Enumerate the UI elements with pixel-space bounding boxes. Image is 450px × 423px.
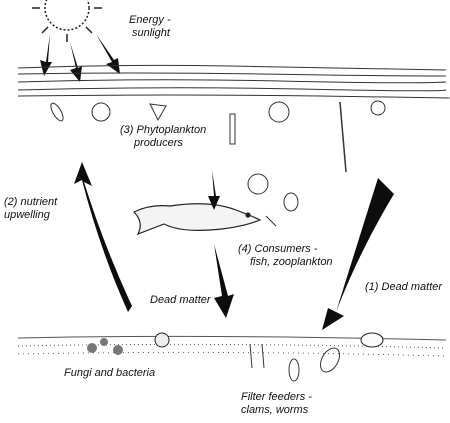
sunlight-arrows [40, 34, 120, 82]
phytoplankton-label: (3) Phytoplankton producers [120, 124, 207, 149]
nutrient-upwelling-label: (2) nutrient upwelling [4, 196, 58, 221]
energy-label: Energy - sunlight [129, 14, 171, 39]
dead-matter-right-label: (1) Dead matter [365, 281, 443, 293]
water-surface [17, 64, 450, 99]
bacteria-cluster [87, 338, 123, 355]
phytoplankton-cells [50, 100, 386, 173]
crab-icon [360, 332, 384, 348]
consumers-label: (4) Consumers - fish, zooplankton [238, 243, 333, 268]
filter-feeders-label: Filter feeders - clams, worms [241, 391, 312, 416]
filter-feeders [249, 343, 340, 382]
fungi-bacteria-label: Fungi and bacteria [64, 367, 156, 379]
zooplankton-cells [247, 173, 299, 227]
snail-icon [154, 332, 170, 348]
sun-icon [32, 0, 102, 42]
cycle-arrows [74, 162, 394, 330]
dead-matter-center-label: Dead matter [150, 294, 211, 306]
fish-icon [132, 203, 262, 236]
